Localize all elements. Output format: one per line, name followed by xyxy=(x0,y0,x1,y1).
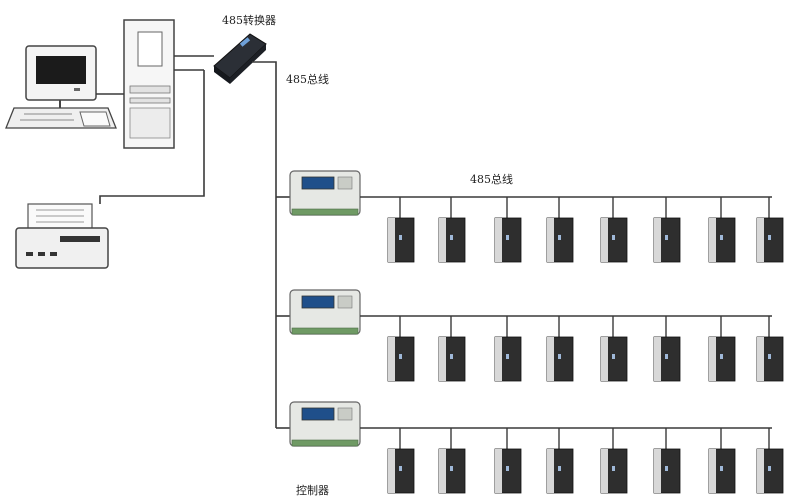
card-reader-icon xyxy=(600,217,628,263)
card-reader-icon xyxy=(546,217,574,263)
card-reader-icon xyxy=(708,217,736,263)
card-reader-icon xyxy=(708,448,736,494)
card-reader-icon xyxy=(438,217,466,263)
controller-icon xyxy=(289,289,361,335)
controller-label: 控制器 xyxy=(296,484,329,497)
card-reader-icon xyxy=(653,217,681,263)
card-reader-icon xyxy=(494,217,522,263)
card-reader-icon xyxy=(494,336,522,382)
converter-device-icon xyxy=(213,33,267,84)
card-reader-icon xyxy=(653,336,681,382)
card-reader-icon xyxy=(756,336,784,382)
card-reader-icon xyxy=(546,448,574,494)
card-reader-icon xyxy=(600,448,628,494)
wiring xyxy=(96,55,290,429)
monitor-icon xyxy=(5,45,117,129)
card-reader-icon xyxy=(438,448,466,494)
controller-icon xyxy=(289,170,361,216)
card-reader-icon xyxy=(756,448,784,494)
card-reader-icon xyxy=(438,336,466,382)
card-reader-icon xyxy=(387,217,415,263)
card-reader-icon xyxy=(387,336,415,382)
main-bus-label: 485总线 xyxy=(286,73,329,86)
converter-label: 485转换器 xyxy=(222,14,276,27)
printer-icon xyxy=(15,203,109,269)
card-reader-icon xyxy=(600,336,628,382)
card-reader-icon xyxy=(708,336,736,382)
controller-icon xyxy=(289,401,361,447)
desktop-computer-icon xyxy=(5,19,175,149)
card-reader-icon xyxy=(653,448,681,494)
controller-rows xyxy=(289,170,784,494)
card-reader-icon xyxy=(546,336,574,382)
tower-case-icon xyxy=(123,19,175,149)
card-reader-icon xyxy=(756,217,784,263)
card-reader-icon xyxy=(387,448,415,494)
row-bus-label: 485总线 xyxy=(470,173,513,186)
card-reader-icon xyxy=(494,448,522,494)
